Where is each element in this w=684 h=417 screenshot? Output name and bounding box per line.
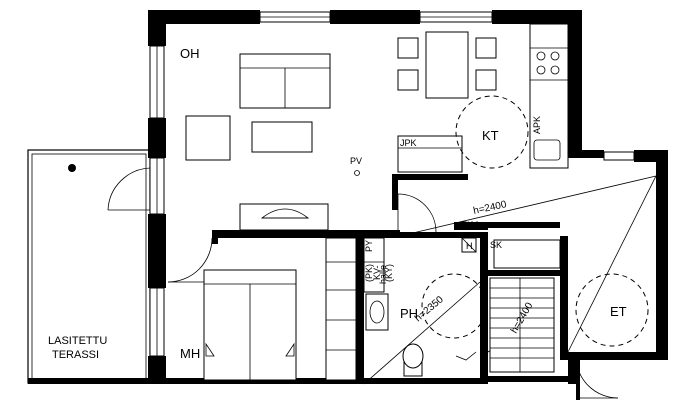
pv-label: PV — [350, 156, 362, 166]
ky-label: (KY) — [384, 264, 394, 282]
terrace-label-line1: LASITETTU — [48, 335, 107, 347]
kitchen-sink-icon — [533, 139, 561, 161]
py-label: PY — [364, 240, 374, 252]
stove-burner-icon — [550, 51, 560, 61]
ceiling-height-main: h=2400 — [472, 199, 508, 217]
stove-burner-icon — [536, 51, 546, 61]
terrace-label-line2: TERASSI — [52, 349, 99, 361]
kv-label-line2: halle — [378, 265, 388, 284]
chair — [397, 69, 419, 91]
laundry-column — [363, 237, 385, 293]
bath-turning-circle — [421, 273, 487, 339]
coffee-table — [251, 121, 313, 153]
tv-stand — [239, 203, 329, 231]
sk-label: SK — [490, 240, 502, 250]
chair — [397, 37, 419, 59]
apk-label: APK — [532, 116, 542, 134]
entrance-turning-circle — [575, 273, 649, 347]
living-room-furniture — [167, 53, 360, 283]
washbasin — [365, 293, 389, 331]
chair — [475, 69, 497, 91]
pv-marker-icon — [354, 170, 360, 176]
sk-cabinet — [493, 239, 561, 269]
pk-label: (PK) — [364, 264, 374, 282]
exterior-walls — [148, 10, 668, 384]
terrace-light-icon — [68, 164, 76, 172]
room-label-living: OH — [180, 46, 200, 61]
terrace — [27, 149, 151, 384]
ei60-label: EI60 — [461, 220, 480, 230]
wardrobe — [325, 237, 357, 381]
room-label-bathroom: PH — [400, 306, 418, 321]
stove-burner-icon — [536, 65, 546, 75]
armchair — [185, 115, 231, 161]
storage-shelves — [489, 239, 561, 373]
dining-table — [425, 31, 469, 99]
chair — [475, 37, 497, 59]
hatch-label: H — [466, 241, 473, 251]
bathroom-fixtures — [363, 193, 507, 385]
room-label-bedroom: MH — [180, 346, 200, 361]
stove-burner-icon — [550, 65, 560, 75]
kitchen-counter — [529, 23, 569, 169]
kitchen-furniture — [397, 23, 569, 173]
turning-circle — [455, 95, 529, 169]
entrance — [399, 175, 657, 400]
bedroom-furniture — [203, 237, 357, 381]
fridge-cabinet — [397, 135, 463, 173]
shower-icon — [455, 351, 477, 361]
room-label-entrance: ET — [610, 304, 627, 319]
kv-label-line1: KV- — [372, 265, 382, 280]
room-label-kitchen: KT — [482, 128, 499, 143]
jpk-label: JPK — [400, 138, 417, 148]
toilet — [402, 343, 424, 369]
interior-walls — [212, 174, 568, 382]
